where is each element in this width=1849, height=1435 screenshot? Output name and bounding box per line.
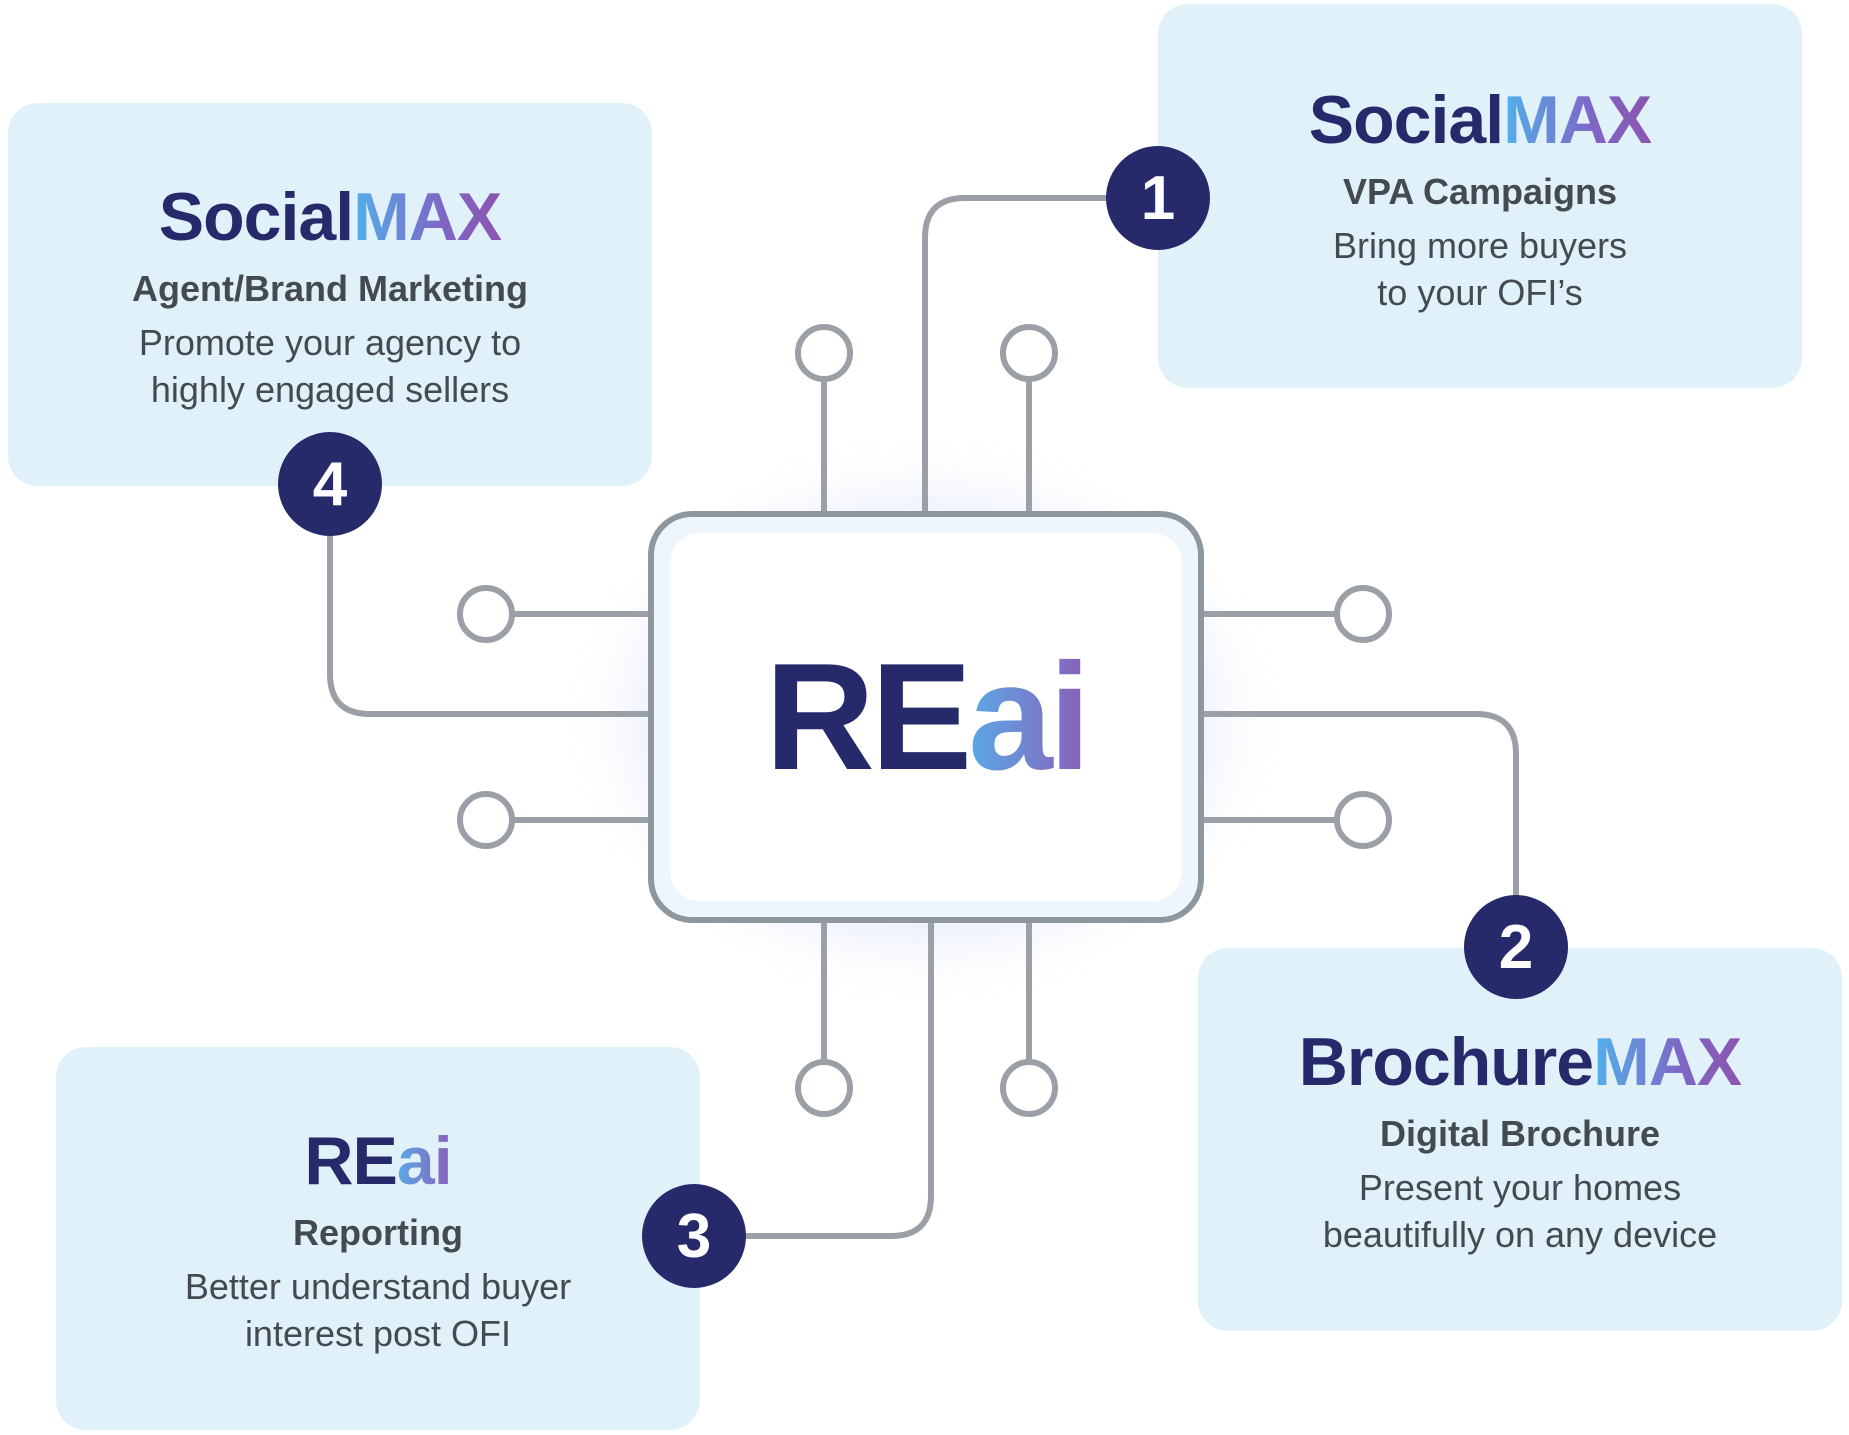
desc-line: Promote your agency to — [138, 321, 522, 363]
brand-base: Brochure — [1298, 1024, 1594, 1100]
card-description: Present your homes beautifully on any dev… — [1198, 1164, 1842, 1259]
card-description: Bring more buyers to your OFI’s — [1158, 222, 1802, 317]
desc-line: highly engaged sellers — [150, 369, 510, 411]
wire-to-badge-3 — [743, 919, 934, 1239]
desc-line: Present your homes — [1358, 1166, 1682, 1208]
node-left-bottom — [457, 791, 515, 849]
card-title: Digital Brochure — [1379, 1113, 1661, 1154]
brand-accent: MAX — [1503, 82, 1652, 158]
brand-base: RE — [304, 1123, 397, 1199]
node-left-top — [457, 585, 515, 643]
desc-line: Bring more buyers — [1332, 224, 1628, 266]
reai-logo: REai — [765, 641, 1091, 793]
card-agent-brand-marketing: SocialMAX Agent/Brand Marketing Promote … — [8, 103, 652, 486]
wire-to-badge-4 — [327, 533, 651, 717]
card-brand-logo: REai — [56, 1127, 700, 1195]
node-top-left — [795, 324, 853, 382]
card-reporting: REai Reporting Better understand buyer in… — [56, 1047, 700, 1430]
brand-accent: MAX — [353, 179, 502, 255]
chip-face: REai — [670, 533, 1182, 901]
card-vpa-campaigns: SocialMAX VPA Campaigns Bring more buyer… — [1158, 4, 1802, 388]
desc-line: Better understand buyer — [184, 1265, 572, 1307]
reai-chip: REai — [648, 511, 1204, 923]
card-digital-brochure: BrochureMAX Digital Brochure Present you… — [1198, 948, 1842, 1331]
desc-line: to your OFI’s — [1377, 272, 1583, 314]
node-bottom-right — [1000, 1059, 1058, 1117]
card-title: Agent/Brand Marketing — [131, 268, 529, 309]
card-brand-logo: SocialMAX — [1158, 86, 1802, 154]
node-right-top — [1334, 585, 1392, 643]
brand-base: Social — [158, 179, 354, 255]
card-title: VPA Campaigns — [1342, 171, 1618, 212]
card-title: Reporting — [293, 1212, 463, 1253]
step-badge-2: 2 — [1464, 895, 1568, 999]
brand-accent: ai — [396, 1123, 453, 1199]
wire-to-badge-2 — [1201, 711, 1519, 898]
step-badge-4: 4 — [278, 432, 382, 536]
wire-to-badge-1 — [922, 195, 1109, 515]
card-brand-logo: BrochureMAX — [1198, 1028, 1842, 1096]
card-description: Better understand buyer interest post OFI — [56, 1263, 700, 1358]
node-top-right — [1000, 324, 1058, 382]
logo-ai: ai — [968, 632, 1091, 802]
card-description: Promote your agency to highly engaged sel… — [8, 319, 652, 414]
node-right-bottom — [1334, 791, 1392, 849]
desc-line: interest post OFI — [244, 1313, 512, 1355]
desc-line: beautifully on any device — [1322, 1214, 1718, 1256]
node-bottom-left — [795, 1059, 853, 1117]
step-badge-3: 3 — [642, 1184, 746, 1288]
step-badge-1: 1 — [1106, 146, 1210, 250]
logo-re: RE — [765, 632, 972, 802]
brand-accent: MAX — [1593, 1024, 1742, 1100]
card-brand-logo: SocialMAX — [8, 183, 652, 251]
brand-base: Social — [1308, 82, 1504, 158]
